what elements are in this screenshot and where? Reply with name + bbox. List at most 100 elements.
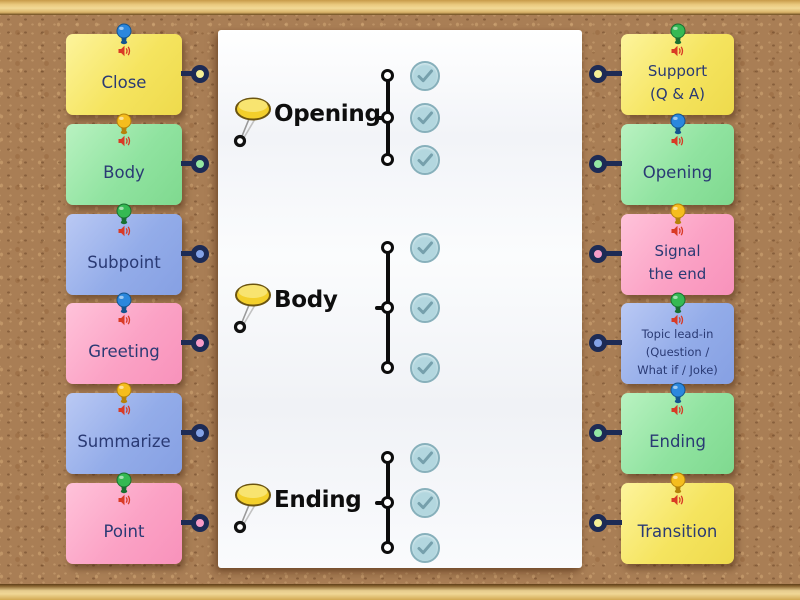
bracket-node [381, 451, 394, 464]
connector-port[interactable] [191, 245, 209, 263]
connector-line [181, 520, 195, 525]
speaker-icon[interactable] [118, 45, 131, 57]
connector-port[interactable] [589, 424, 607, 442]
speaker-icon[interactable] [671, 314, 684, 326]
connector-line [599, 251, 622, 256]
speaker-icon [671, 314, 684, 326]
pushpin-icon [667, 23, 689, 47]
word-card[interactable]: Support(Q & A) [589, 23, 734, 115]
card-label: Close [66, 57, 182, 115]
connector-line [181, 71, 195, 76]
card-label-line: (Q & A) [649, 84, 705, 103]
answer-slot[interactable] [410, 61, 440, 91]
word-card[interactable]: Opening [589, 113, 734, 205]
card-label: Ending [621, 416, 734, 474]
groups-layer: Opening Body Ending [218, 30, 582, 568]
card-label-line: Summarize [77, 432, 171, 451]
word-card[interactable]: Summarize [66, 382, 209, 474]
word-card[interactable]: Subpoint [66, 203, 209, 295]
answer-slot[interactable] [410, 145, 440, 175]
connector-port[interactable] [589, 155, 607, 173]
answer-slot[interactable] [410, 103, 440, 133]
pushpin-icon [116, 203, 132, 225]
card-label-line: Greeting [88, 342, 160, 361]
speaker-icon [118, 225, 130, 237]
connector-port[interactable] [191, 65, 209, 83]
word-card[interactable]: Body [66, 113, 209, 205]
word-card[interactable]: Greeting [66, 292, 209, 384]
bracket-node [381, 496, 394, 509]
word-card[interactable]: Topic lead-in(Question /What if / Joke) [589, 292, 734, 384]
answer-slot[interactable] [410, 233, 440, 263]
thumbtack-icon [226, 278, 274, 334]
bracket-tick [375, 306, 384, 310]
pushpin-icon [116, 472, 132, 494]
word-card[interactable]: Point [66, 472, 209, 564]
speaker-icon[interactable] [118, 494, 131, 506]
answer-slot[interactable] [410, 443, 440, 473]
pushpin-icon [113, 23, 135, 47]
connector-port[interactable] [589, 65, 607, 83]
speaker-icon [118, 314, 130, 326]
pushpin-icon [670, 292, 685, 314]
speaker-icon[interactable] [671, 225, 684, 237]
card-label: Support(Q & A) [621, 57, 734, 115]
connector-port[interactable] [589, 245, 607, 263]
bracket-node [381, 301, 394, 314]
speaker-icon[interactable] [118, 404, 131, 416]
connector-port[interactable] [191, 514, 209, 532]
answer-slot[interactable] [410, 533, 440, 563]
answer-slot[interactable] [410, 353, 440, 383]
connector-port[interactable] [191, 334, 209, 352]
check-icon [417, 301, 433, 315]
connector-line [181, 340, 195, 345]
pushpin-icon [670, 472, 685, 494]
connector-line [599, 520, 622, 525]
worksheet-panel [218, 30, 582, 568]
pushpin-icon [670, 382, 685, 404]
pushpin-icon [116, 113, 132, 135]
connector-port[interactable] [589, 334, 607, 352]
card-label-line: Transition [637, 522, 718, 541]
connector-port[interactable] [191, 155, 209, 173]
connector-port[interactable] [589, 514, 607, 532]
thumbtack-icon [233, 483, 271, 534]
speaker-icon[interactable] [118, 135, 131, 147]
speaker-icon [118, 494, 130, 506]
pushpin-icon [670, 203, 685, 225]
card-label: Body [66, 147, 182, 205]
connector-line [181, 161, 195, 166]
pushpin-icon [667, 292, 689, 316]
speaker-icon [671, 494, 684, 506]
speaker-icon[interactable] [671, 135, 684, 147]
card-label-line: Body [103, 163, 145, 182]
check-icon [417, 451, 433, 465]
check-icon [417, 361, 433, 375]
answer-slot[interactable] [410, 488, 440, 518]
connector-line [599, 71, 622, 76]
speaker-icon [671, 135, 684, 147]
card-label-line: Subpoint [87, 253, 161, 272]
pushpin-icon [116, 23, 132, 45]
word-card[interactable]: Ending [589, 382, 734, 474]
word-card[interactable]: Transition [589, 472, 734, 564]
speaker-icon [671, 404, 684, 416]
word-card[interactable]: Close [66, 23, 209, 115]
speaker-icon[interactable] [118, 225, 131, 237]
pushpin-icon [113, 113, 135, 137]
speaker-icon[interactable] [671, 404, 684, 416]
speaker-icon[interactable] [118, 314, 131, 326]
thumbtack-icon [226, 478, 274, 534]
bracket-node [381, 541, 394, 554]
wood-frame-bottom [0, 584, 800, 600]
speaker-icon [118, 135, 130, 147]
wood-frame-top [0, 0, 800, 15]
speaker-icon[interactable] [671, 45, 684, 57]
card-label: Point [66, 506, 182, 564]
pushpin-icon [670, 23, 685, 45]
answer-slot[interactable] [410, 293, 440, 323]
connector-port[interactable] [191, 424, 209, 442]
speaker-icon[interactable] [671, 494, 684, 506]
